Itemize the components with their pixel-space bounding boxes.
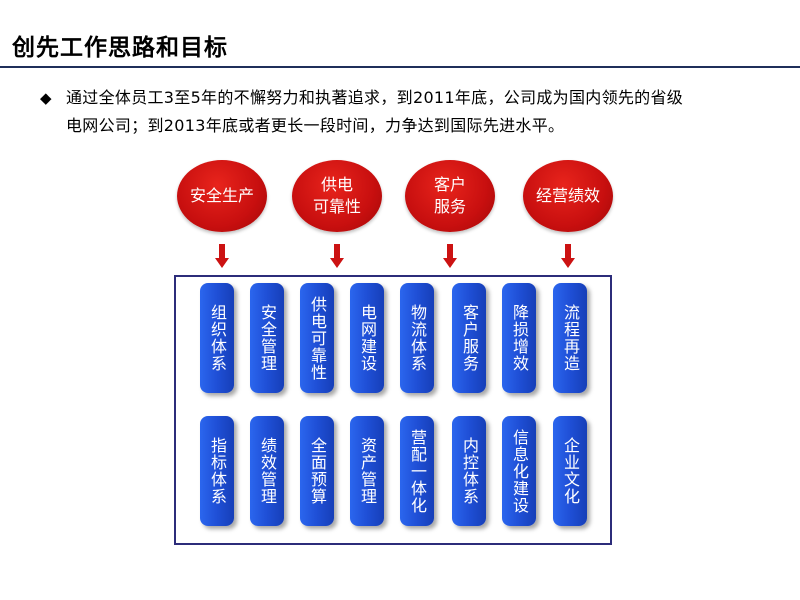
title-divider <box>0 66 800 68</box>
diamond-bullet-icon: ◆ <box>40 89 52 107</box>
goal-circle-label: 供电 <box>320 175 353 194</box>
pillar-marketing-distribution-integration: 营配一体化 <box>400 416 434 526</box>
pillar-safety-management: 安全管理 <box>250 283 284 393</box>
pillar-comprehensive-budget: 全面预算 <box>300 416 334 526</box>
pillar-supply-reliability: 供电可靠性 <box>300 283 334 393</box>
pillars-frame <box>174 275 612 545</box>
goal-circle-label: 安全生产 <box>189 186 254 205</box>
down-arrow-icon <box>330 244 344 268</box>
pillar-performance-management: 绩效管理 <box>250 416 284 526</box>
pillar-customer-service: 客户服务 <box>452 283 486 393</box>
goal-circle-label: 客户 <box>433 175 466 194</box>
pillar-organization-system: 组织体系 <box>200 283 234 393</box>
goal-circle-customer-service: 客户 服务 <box>405 160 495 232</box>
down-arrow-icon <box>443 244 457 268</box>
goal-statement-line-2: 电网公司；到2013年底或者更长一段时间，力争达到国际先进水平。 <box>66 116 565 135</box>
pillar-corporate-culture: 企业文化 <box>553 416 587 526</box>
down-arrow-icon <box>215 244 229 268</box>
pillar-informatization: 信息化建设 <box>502 416 536 526</box>
goal-statement-text: 通过全体员工3至5年的不懈努力和执著追求，到2011年底，公司成为国内领先的省级… <box>66 84 683 140</box>
pillar-logistics-system: 物流体系 <box>400 283 434 393</box>
goal-statement: ◆ 通过全体员工3至5年的不懈努力和执著追求，到2011年底，公司成为国内领先的… <box>40 84 760 140</box>
pillar-indicator-system: 指标体系 <box>200 416 234 526</box>
goal-circle-label: 可靠性 <box>312 197 361 216</box>
pillar-process-reengineering: 流程再造 <box>553 283 587 393</box>
pillar-grid-construction: 电网建设 <box>350 283 384 393</box>
pillar-loss-reduction: 降损增效 <box>502 283 536 393</box>
goal-statement-line-1: 通过全体员工3至5年的不懈努力和执著追求，到2011年底，公司成为国内领先的省级 <box>66 88 684 107</box>
goal-circle-label: 经营绩效 <box>535 186 600 205</box>
page-title: 创先工作思路和目标 <box>12 35 228 61</box>
pillar-internal-control: 内控体系 <box>452 416 486 526</box>
pillar-asset-management: 资产管理 <box>350 416 384 526</box>
goal-circle-safety: 安全生产 <box>177 160 267 232</box>
goal-circle-label: 服务 <box>433 197 466 216</box>
goal-circle-reliability: 供电 可靠性 <box>292 160 382 232</box>
goal-circle-performance: 经营绩效 <box>523 160 613 232</box>
down-arrow-icon <box>561 244 575 268</box>
